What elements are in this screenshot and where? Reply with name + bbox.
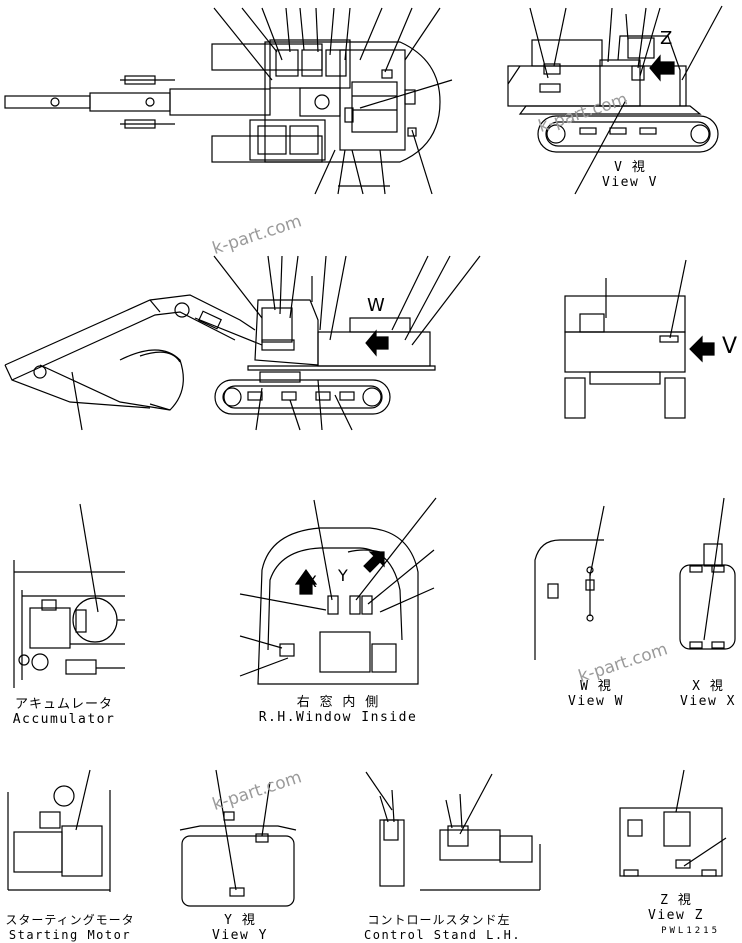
caption-view-z-jp: Z 視 [660,893,692,908]
caption-starting-motor-jp: スターティングモータ [5,913,135,927]
caption-control-stand-lh-en: Control Stand L.H. [364,928,522,942]
caption-view-y-en: View Y [212,928,268,943]
arrow-letter-v: V [722,334,738,359]
caption-control-stand-lh: コントロールスタンド左 Control Stand L.H. [364,913,522,943]
drawing-code: PWL1215 [661,926,720,936]
caption-accumulator-en: Accumulator [12,712,116,727]
excavator-side-view [4,255,481,431]
caption-starting-motor: スターティングモータ Starting Motor [0,913,140,943]
caption-rh-window-inside: 右 窓 内 側 R.H.Window Inside [258,695,418,725]
arrow-letter-w: W [367,295,385,316]
view-w-detail [534,505,605,660]
caption-view-w-en: View W [568,694,624,709]
caption-control-stand-lh-jp: コントロールスタンド左 [367,913,511,927]
view-z-detail [619,769,727,877]
caption-rh-window-inside-jp: 右 窓 内 側 [296,695,380,710]
starting-motor-detail [7,769,111,892]
view-y-detail [179,769,297,907]
caption-view-v-en: View V [602,175,658,190]
arrow-letter-x: X [306,572,317,591]
caption-view-w-jp: W 視 [580,679,612,694]
caption-starting-motor-en: Starting Motor [8,928,132,942]
caption-view-y: Y 視 View Y [200,913,280,943]
caption-view-x: X 視 View X [676,679,740,709]
arrow-letter-z: Z [660,28,673,49]
caption-view-x-en: View X [680,694,736,709]
caption-view-v-jp: V 視 [614,160,646,175]
caption-view-z-en: View Z [648,908,704,923]
excavator-rear-view [564,259,715,419]
excavator-top-view [4,7,453,195]
caption-view-x-jp: X 視 [692,679,724,694]
view-x-detail [679,497,736,650]
accumulator-detail [13,503,125,688]
caption-accumulator-jp: アキュムレータ [14,697,113,712]
excavator-side-view-v [507,5,723,195]
control-stand-lh-detail [365,771,541,891]
caption-rh-window-inside-en: R.H.Window Inside [258,710,418,725]
caption-view-z: Z 視 View Z [636,893,716,923]
caption-accumulator: アキュムレータ Accumulator [4,697,124,727]
arrow-letter-y: Y [338,566,348,585]
caption-view-y-jp: Y 視 [224,913,256,928]
rh-window-inside-detail [239,497,437,685]
caption-view-v: V 視 View V [590,160,670,190]
caption-view-w: W 視 View W [556,679,636,709]
